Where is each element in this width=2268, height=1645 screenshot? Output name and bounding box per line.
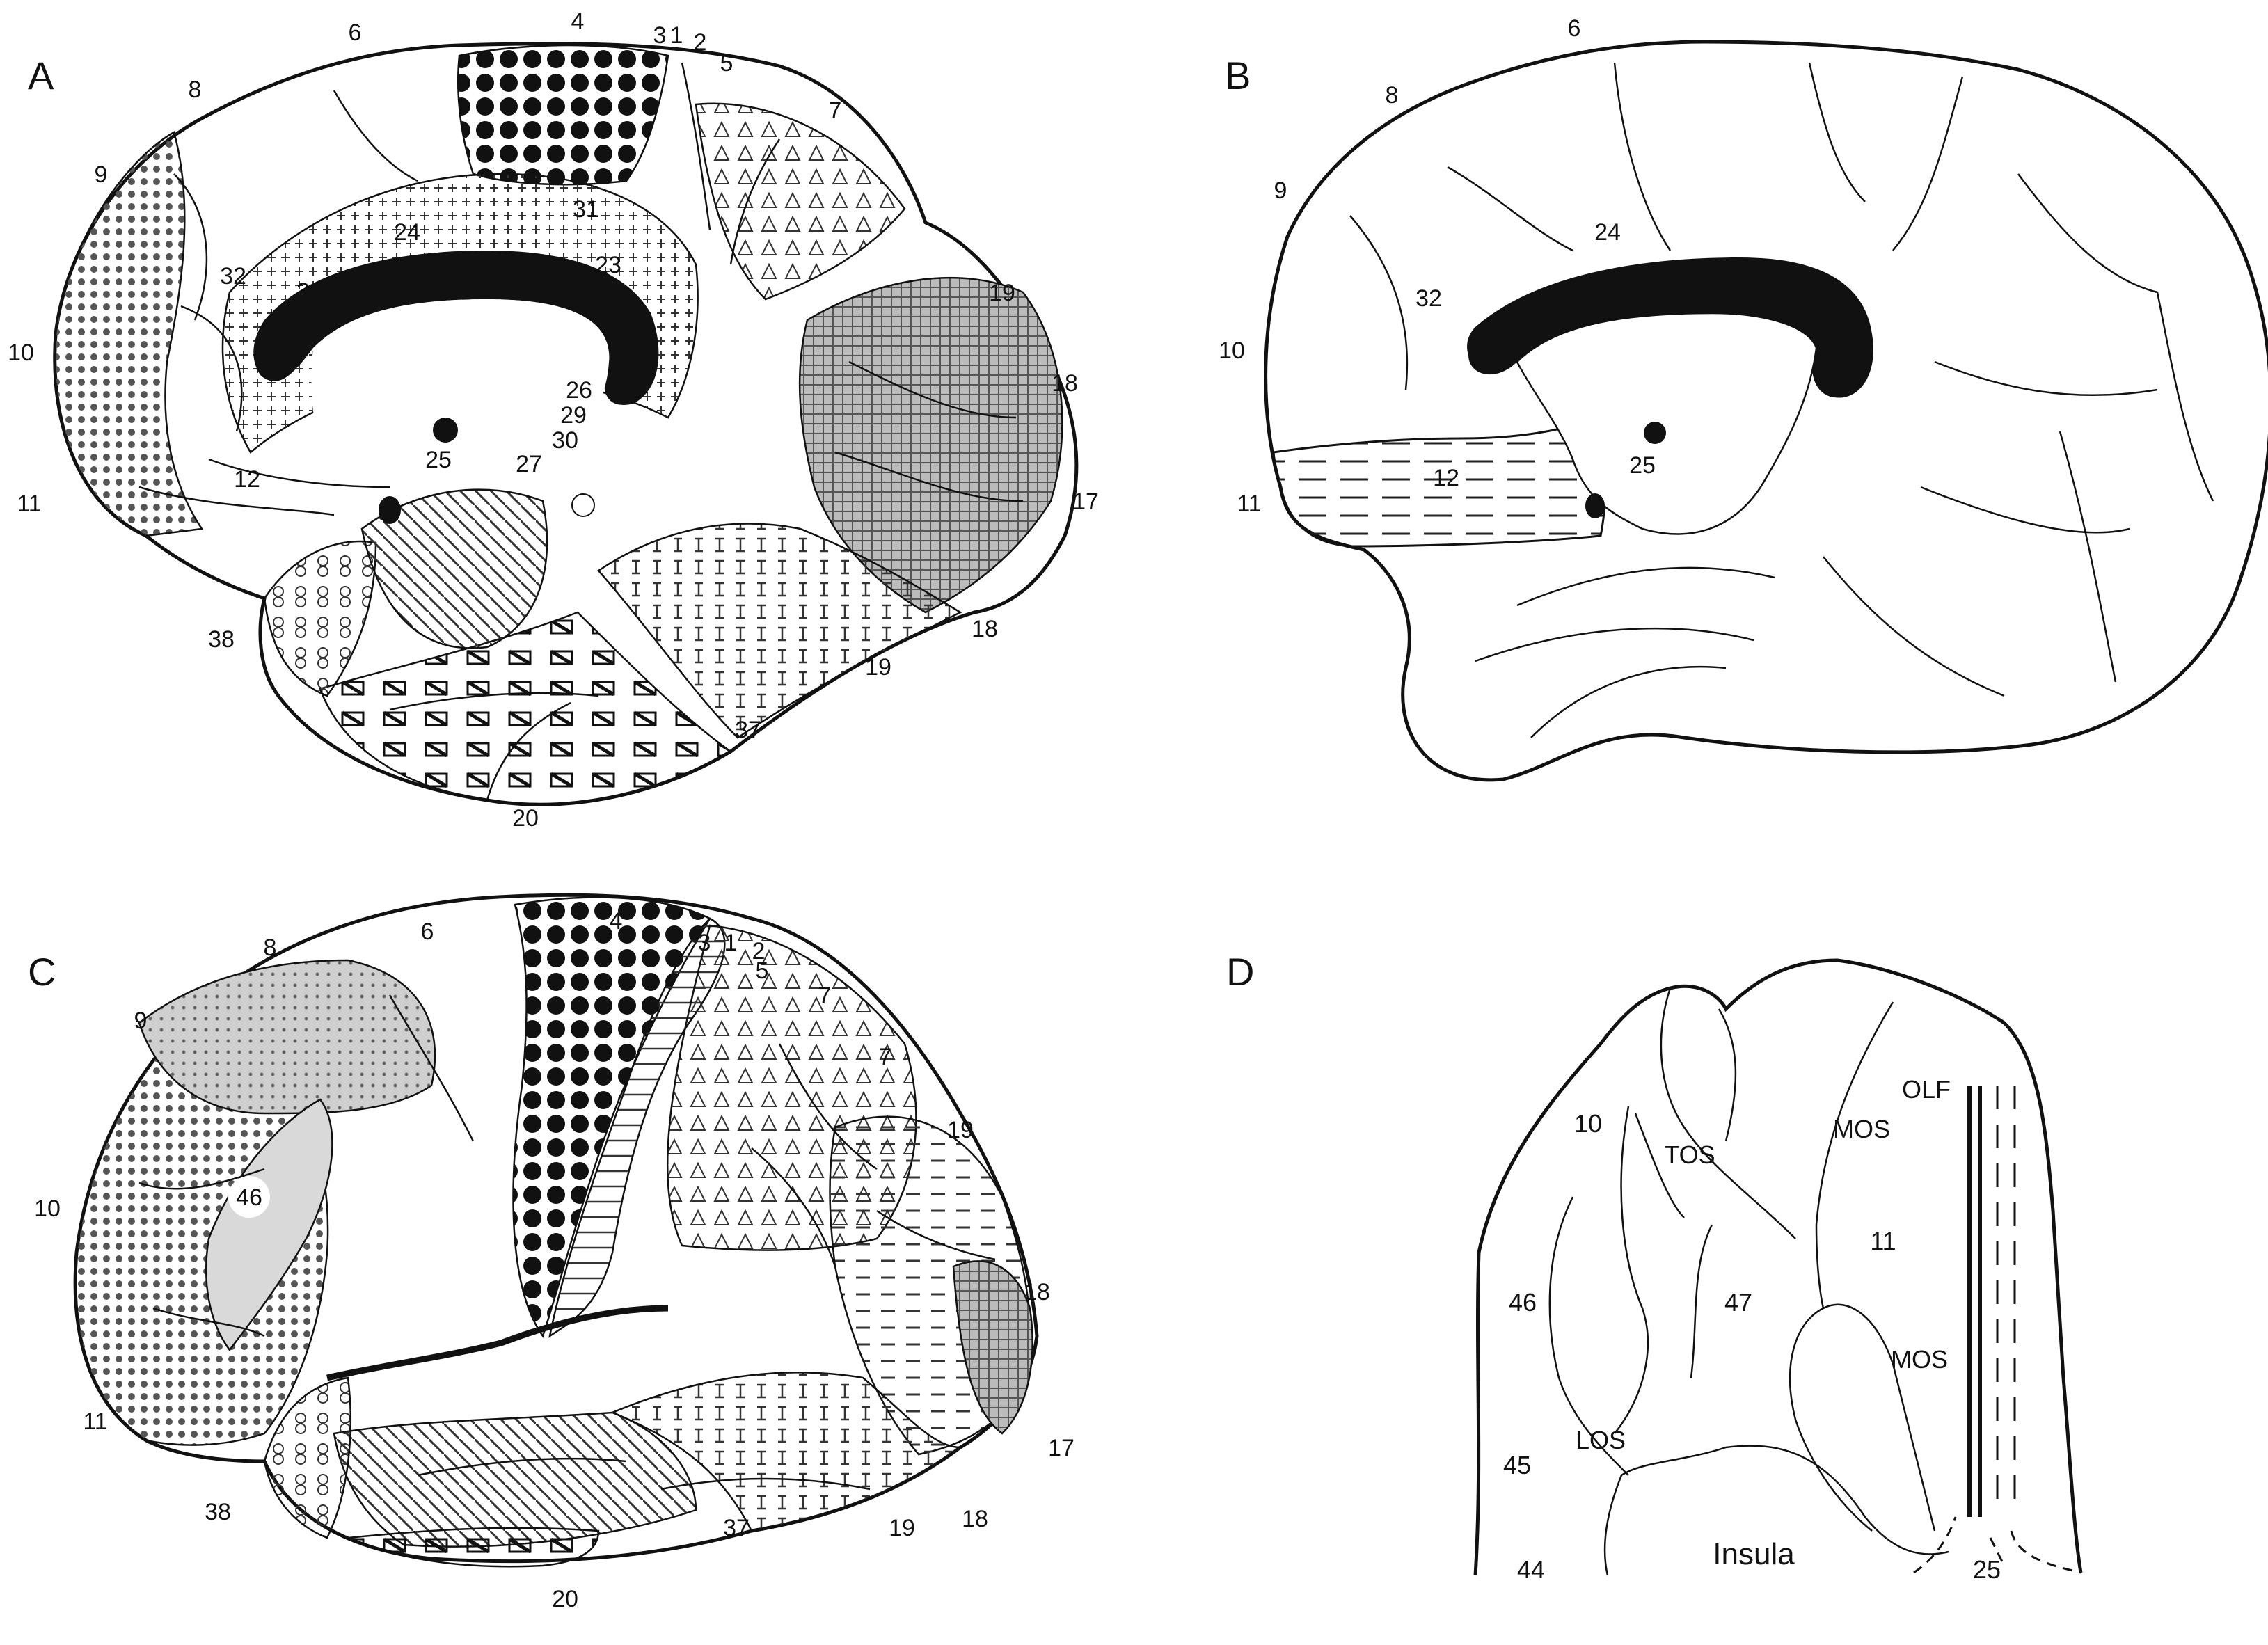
panel-c-label: 5 — [756, 957, 769, 984]
panel-a-label: 30 — [552, 427, 578, 454]
panel-c-inferior-temporal — [348, 1528, 598, 1566]
panel-d-outline — [1475, 960, 2081, 1575]
panel-a-label: 12 — [234, 466, 260, 493]
panel-c-label: 3 — [698, 930, 711, 956]
panel-a-label: 18 — [972, 616, 998, 642]
panel-c-label: 20 — [552, 1586, 578, 1612]
panel-b-label: 11 — [1237, 491, 1261, 517]
panel-b-label: 6 — [1568, 15, 1581, 42]
panel-d-label: Insula — [1713, 1537, 1795, 1571]
panel-c-label: 8 — [264, 935, 277, 961]
panel-a-label: 4 — [571, 8, 585, 35]
panel-c-label: 19 — [947, 1117, 974, 1143]
panel-d-label: MOS — [1833, 1115, 1890, 1143]
panel-d-olfactory-sulcus — [1969, 1086, 1980, 1517]
panel-d-label: OLF — [1902, 1075, 1951, 1104]
panel-d-label: 11 — [1870, 1227, 1896, 1255]
panel-d-label: 45 — [1503, 1451, 1531, 1479]
panel-a-label: 25 — [425, 447, 452, 473]
panel-c-label: 46 — [236, 1184, 262, 1211]
panel-c-temporal-region — [334, 1413, 696, 1547]
panel-a-label: 7 — [829, 97, 842, 124]
panel-a-label: 32 — [220, 263, 246, 289]
panel-b-anterior-commissure-dot — [1644, 422, 1666, 444]
panel-b-label: 8 — [1386, 82, 1399, 109]
panel-d-olfactory-dashes — [1997, 1086, 2015, 1510]
panel-c-label: 18 — [1024, 1279, 1050, 1305]
panel-letter-b: B — [1225, 54, 1251, 97]
panel-a-label: 33 — [296, 278, 323, 305]
panel-d-label: 47 — [1724, 1288, 1752, 1317]
panel-letter-c: C — [28, 950, 56, 994]
panel-a-label: 3 — [653, 22, 667, 49]
panel-a-label: 17 — [1072, 488, 1099, 515]
panel-d-inner-boundary — [1550, 988, 1949, 1575]
panel-a-anterior-commissure-dot — [433, 418, 458, 443]
panel-a-small-black-dot — [379, 496, 401, 524]
panel-a-label: 10 — [8, 340, 34, 366]
panel-a-label: 9 — [95, 161, 108, 188]
panel-c-label: 37 — [723, 1515, 750, 1541]
panel-b-label: 12 — [1433, 465, 1459, 491]
panel-c-sylvian-fissure — [327, 1308, 668, 1378]
panel-a-ventricle-space — [311, 299, 609, 487]
panel-a-label: 8 — [189, 77, 202, 103]
panel-a-label: 38 — [208, 626, 235, 653]
panel-a-parietal-region — [696, 104, 905, 299]
panel-b-label: 10 — [1219, 337, 1245, 364]
panel-letter-a: A — [28, 54, 54, 97]
panel-a-temporal-pole — [264, 541, 376, 696]
panel-a-prefrontal-region — [55, 132, 202, 536]
panel-a-label: 1 — [670, 22, 683, 49]
panel-a-label: 5 — [720, 50, 733, 77]
panel-letter-d: D — [1226, 950, 1254, 994]
panel-d-label: 10 — [1574, 1109, 1602, 1138]
panel-b-label: 9 — [1274, 177, 1287, 204]
panel-a-label: 19 — [865, 654, 891, 681]
panel-d-label: TOS — [1664, 1141, 1715, 1169]
panel-d-label: 25 — [1973, 1555, 2001, 1584]
panel-a-label: 20 — [512, 805, 539, 832]
panel-a-label: 24 — [394, 219, 420, 246]
panel-c-label: 4 — [610, 908, 623, 935]
panel-d-orbital-surface: 10 TOS MOS OLF 11 46 47 MOS LOS 45 44 In… — [1475, 960, 2081, 1584]
panel-a-label: 23 — [595, 252, 621, 278]
panel-a-label: 37 — [735, 717, 761, 743]
panel-a-medial-brain: 6 4 3 1 2 5 8 7 9 31 24 23 32 33 19 10 2… — [8, 8, 1099, 832]
panel-a-label: 6 — [349, 19, 362, 46]
panel-b-small-black-dot — [1585, 493, 1605, 518]
panel-c-label: 10 — [34, 1195, 61, 1222]
panel-a-label: 18 — [1052, 370, 1078, 397]
panel-c-label: 1 — [724, 930, 738, 956]
panel-c-label: 38 — [205, 1499, 231, 1525]
panel-c-label: 18 — [962, 1506, 988, 1532]
panel-a-label: 19 — [989, 280, 1015, 306]
panel-a-label: 27 — [516, 451, 542, 477]
panel-b-label: 32 — [1415, 285, 1442, 312]
panel-a-label: 31 — [573, 196, 599, 223]
panel-b-label: 24 — [1594, 219, 1621, 246]
panel-a-label: 2 — [694, 29, 707, 56]
panel-b-medial-brain: 6 8 9 24 32 10 25 11 12 — [1219, 15, 2268, 780]
panel-d-label: 46 — [1509, 1288, 1537, 1317]
panel-a-area-4 — [458, 45, 668, 184]
panel-c-label: 11 — [83, 1408, 107, 1435]
panel-d-label: MOS — [1891, 1345, 1948, 1374]
panel-a-white-dot — [572, 494, 594, 516]
panel-c-label: 17 — [1048, 1435, 1074, 1461]
panel-c-label: 9 — [134, 1008, 148, 1034]
panel-a-label: 11 — [17, 491, 41, 517]
panel-c-label: 19 — [889, 1515, 915, 1541]
panel-c-lateral-brain: 4 6 3 1 2 8 5 7 9 7 19 10 46 18 11 17 38… — [34, 895, 1074, 1612]
panel-a-label: 29 — [560, 402, 587, 429]
panel-d-label: LOS — [1576, 1426, 1626, 1454]
panel-b-label: 25 — [1629, 452, 1656, 479]
panel-a-label: 26 — [566, 377, 592, 404]
panel-c-label: 7 — [879, 1044, 892, 1070]
panel-c-label: 6 — [421, 919, 434, 945]
panel-d-label: 44 — [1517, 1555, 1545, 1584]
panel-c-label: 7 — [818, 983, 832, 1009]
